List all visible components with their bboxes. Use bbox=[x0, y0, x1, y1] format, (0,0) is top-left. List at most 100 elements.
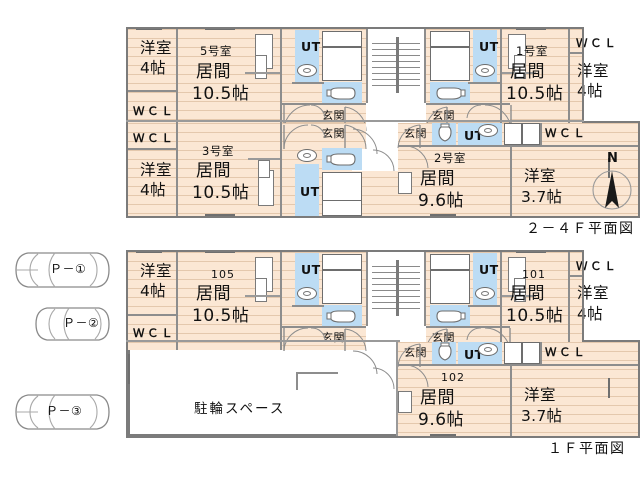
unit-102-entrance-label: 玄関 bbox=[404, 346, 427, 359]
unit-3-entrance-label: 玄関 bbox=[322, 127, 345, 140]
unit-102-closet-label: ＷＣＬ bbox=[545, 345, 588, 359]
unit-3-closet-label: ＷＣＬ bbox=[133, 131, 176, 145]
door-swing-icon bbox=[372, 149, 395, 172]
car-icon bbox=[15, 394, 110, 430]
bike-space-label: 駐輪スペース bbox=[194, 401, 286, 417]
unit-105-entrance-label: 玄関 bbox=[322, 331, 345, 344]
unit-5-living-label: 居間 bbox=[196, 62, 231, 82]
unit-101-closet-label: ＷＣＬ bbox=[576, 259, 619, 273]
toilet-icon bbox=[438, 123, 452, 142]
door-swing-icon bbox=[283, 124, 309, 150]
upper-floor-plan: 洋室 4帖 ＷＣＬ 5号室 居間 10.5帖 UT 玄関 bbox=[0, 0, 640, 236]
entry-door-icon bbox=[397, 343, 421, 368]
door-swing-icon bbox=[283, 327, 309, 352]
door-swing-icon bbox=[466, 104, 482, 119]
unit-1-ut-label: UT bbox=[479, 39, 499, 54]
toilet-icon bbox=[326, 87, 356, 100]
compass-rose: N bbox=[590, 152, 634, 214]
unit-3-living-size: 10.5帖 bbox=[192, 183, 250, 203]
unit-1-bedroom-size: 4帖 bbox=[577, 82, 603, 100]
unit-102-bedroom-size: 3.7帖 bbox=[521, 407, 563, 425]
parking-space-p2-label: Ｐ－② bbox=[63, 316, 100, 330]
parking-space-p3: Ｐ－③ bbox=[10, 390, 115, 434]
door-swing-icon bbox=[310, 124, 326, 139]
unit-101-number: 101 bbox=[522, 268, 546, 281]
unit-5-living-size: 10.5帖 bbox=[192, 84, 250, 104]
parking-area: Ｐ－① Ｐ－② Ｐ－③ bbox=[0, 238, 126, 480]
unit-3-ut-label: UT bbox=[300, 184, 320, 199]
unit-1-living-size: 10.5帖 bbox=[506, 84, 564, 104]
door-swing-icon bbox=[310, 327, 326, 341]
stairwell-upper bbox=[366, 29, 426, 103]
car-icon bbox=[15, 252, 110, 288]
unit-101-ut-label: UT bbox=[479, 262, 499, 277]
unit-3-bedroom-size: 4帖 bbox=[140, 181, 166, 199]
door-swing-icon bbox=[352, 350, 378, 375]
unit-105-living-size: 10.5帖 bbox=[192, 306, 250, 326]
door-swing-icon bbox=[466, 327, 482, 341]
car-icon bbox=[35, 307, 110, 341]
unit-1-closet-label: ＷＣＬ bbox=[576, 36, 619, 50]
unit-3-bedroom-label: 洋室 bbox=[140, 161, 173, 179]
unit-5-entrance-label: 玄関 bbox=[322, 109, 345, 122]
unit-5-bedroom-label: 洋室 bbox=[140, 39, 173, 57]
unit-101-bedroom-label: 洋室 bbox=[577, 284, 610, 302]
unit-2-living-size: 9.6帖 bbox=[418, 191, 465, 211]
north-arrow-icon bbox=[592, 170, 632, 210]
unit-101-entrance-label: 玄関 bbox=[432, 331, 455, 344]
unit-5-ut-label: UT bbox=[301, 39, 321, 54]
unit-3-utility bbox=[295, 164, 319, 216]
unit-2-closet-label: ＷＣＬ bbox=[545, 126, 588, 140]
unit-2-entrance-label: 玄関 bbox=[404, 127, 427, 140]
unit-102-living-label: 居間 bbox=[420, 388, 455, 408]
unit-3-number: 3号室 bbox=[202, 144, 234, 158]
entry-door-icon bbox=[397, 124, 421, 149]
toilet-icon bbox=[436, 87, 466, 100]
unit-102-living-size: 9.6帖 bbox=[418, 410, 465, 430]
unit-2-area bbox=[398, 141, 640, 216]
unit-2-bedroom-size: 3.7帖 bbox=[521, 188, 563, 206]
unit-105-area bbox=[128, 252, 280, 350]
unit-105-closet-label: ＷＣＬ bbox=[133, 326, 176, 340]
parking-space-p3-label: Ｐ－③ bbox=[46, 404, 83, 418]
unit-3-living-label: 居間 bbox=[196, 161, 231, 181]
unit-102-bedroom-label: 洋室 bbox=[524, 386, 557, 404]
parking-space-p1: Ｐ－① bbox=[10, 248, 115, 292]
toilet-icon bbox=[326, 153, 356, 166]
unit-1-number: 1号室 bbox=[516, 44, 548, 58]
unit-102-number: 102 bbox=[441, 371, 465, 384]
unit-1-living-label: 居間 bbox=[510, 62, 545, 82]
unit-105-bedroom-label: 洋室 bbox=[140, 262, 173, 280]
unit-105-ut-label: UT bbox=[301, 262, 321, 277]
unit-5-area bbox=[128, 29, 280, 132]
unit-5-closet-label: ＷＣＬ bbox=[133, 104, 176, 118]
unit-5-bedroom-size: 4帖 bbox=[140, 59, 166, 77]
unit-1-bedroom-label: 洋室 bbox=[577, 62, 610, 80]
toilet-icon bbox=[438, 342, 452, 361]
lower-plan-title: １Ｆ平面図 bbox=[548, 441, 626, 457]
parking-space-p2: Ｐ－② bbox=[31, 304, 113, 344]
entry-door-icon bbox=[344, 124, 367, 150]
unit-1-entrance-label: 玄関 bbox=[432, 109, 455, 122]
upper-plan-title: ２－４Ｆ平面図 bbox=[526, 221, 635, 237]
unit-105-living-label: 居間 bbox=[196, 284, 231, 304]
door-swing-icon bbox=[372, 367, 395, 390]
unit-2-living-label: 居間 bbox=[420, 169, 455, 189]
unit-5-number: 5号室 bbox=[200, 44, 232, 58]
toilet-icon bbox=[326, 310, 356, 323]
door-swing-icon bbox=[405, 145, 429, 169]
toilet-icon bbox=[436, 310, 466, 323]
unit-105-bedroom-size: 4帖 bbox=[140, 282, 166, 300]
unit-2-bedroom-label: 洋室 bbox=[524, 167, 557, 185]
stairwell-lower bbox=[366, 252, 426, 326]
unit-2-number: 2号室 bbox=[434, 151, 466, 165]
unit-101-living-label: 居間 bbox=[510, 284, 545, 304]
unit-101-living-size: 10.5帖 bbox=[506, 306, 564, 326]
door-swing-icon bbox=[310, 104, 326, 119]
door-swing-icon bbox=[405, 364, 429, 388]
unit-101-bedroom-size: 4帖 bbox=[577, 305, 603, 323]
compass-north-label: N bbox=[607, 151, 618, 166]
unit-3-area bbox=[128, 123, 280, 216]
parking-space-p1-label: Ｐ－① bbox=[50, 262, 87, 276]
